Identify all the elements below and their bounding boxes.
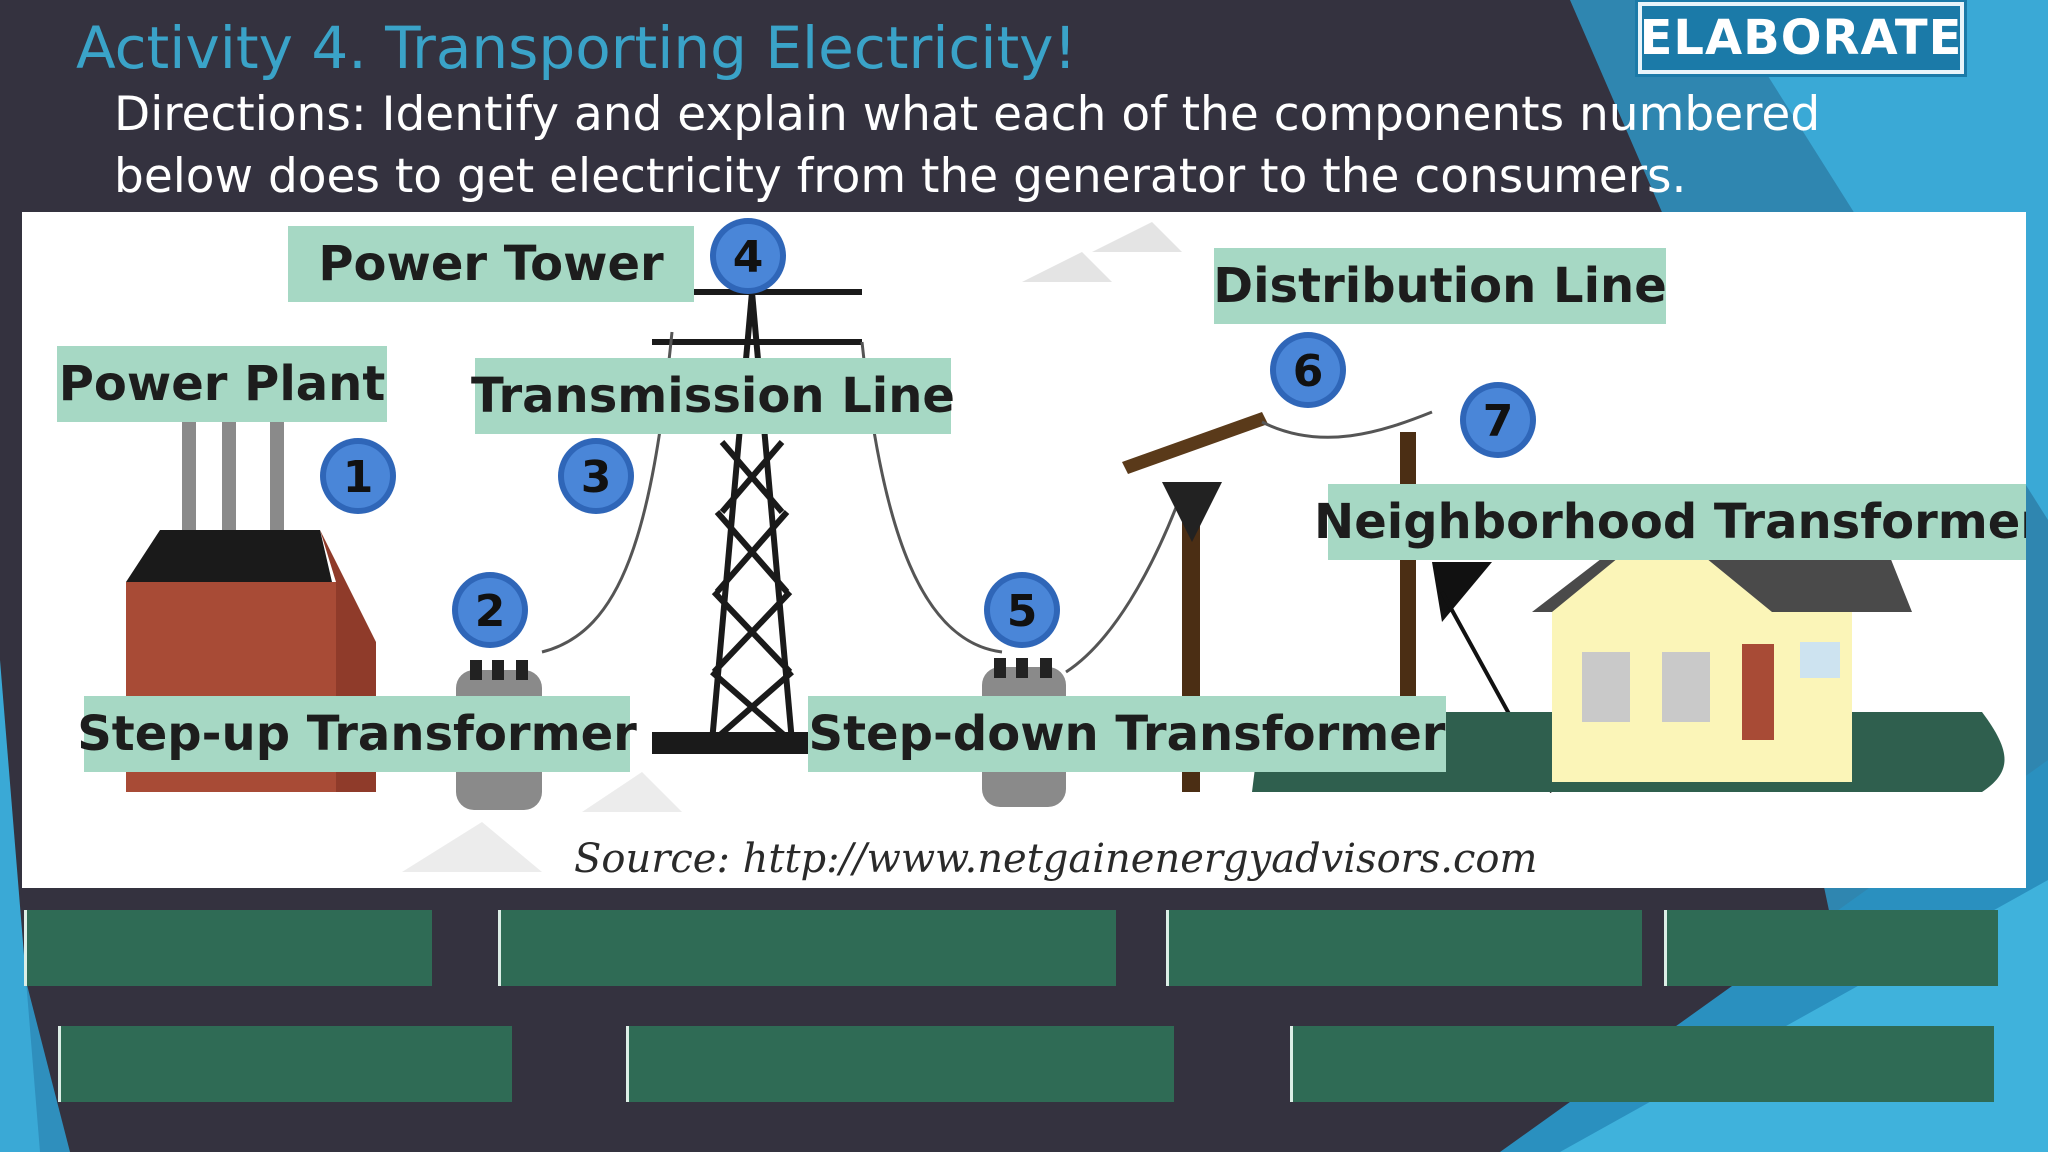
answer-box-4[interactable] [1664, 910, 1998, 986]
label-distribution-line: Distribution Line [1213, 248, 1667, 324]
label-step-up-transformer: Step-up Transformer [77, 696, 637, 772]
number-badges: 1 2 3 4 5 6 7 [320, 218, 1536, 648]
svg-text:5: 5 [1007, 586, 1038, 637]
number-badge-6: 6 [1270, 332, 1346, 408]
label-step-down-transformer: Step-down Transformer [808, 696, 1446, 772]
svg-text:7: 7 [1483, 396, 1514, 447]
svg-text:1: 1 [343, 452, 374, 503]
answer-box-1[interactable] [24, 910, 432, 986]
answer-box-2[interactable] [498, 910, 1116, 986]
svg-text:2: 2 [475, 586, 506, 637]
svg-text:3: 3 [581, 452, 612, 503]
elaborate-badge: ELABORATE [1638, 2, 1964, 74]
answer-box-6[interactable] [626, 1026, 1174, 1102]
answer-box-3[interactable] [1166, 910, 1642, 986]
source-citation: Source: http://www.netgainenergyadvisors… [574, 836, 1538, 882]
svg-text:4: 4 [733, 232, 764, 283]
slide-title: Activity 4. Transporting Electricity! [76, 14, 1077, 82]
number-badge-4: 4 [710, 218, 786, 294]
label-transmission-line: Transmission Line [471, 358, 955, 434]
number-badge-2: 2 [452, 572, 528, 648]
label-power-plant: Power Plant [57, 346, 387, 422]
label-power-tower: Power Tower [288, 226, 694, 302]
number-badge-5: 5 [984, 572, 1060, 648]
directions-text: Directions: Identify and explain what ea… [114, 87, 1821, 204]
svg-text:6: 6 [1293, 346, 1324, 397]
answer-box-5[interactable] [58, 1026, 512, 1102]
electricity-diagram: 1 2 3 4 5 6 7 Power Tower Power Plant Tr… [22, 212, 2026, 888]
number-badge-3: 3 [558, 438, 634, 514]
number-badge-1: 1 [320, 438, 396, 514]
answer-box-7[interactable] [1290, 1026, 1994, 1102]
label-neighborhood-transformer: Neighborhood Transformer [1314, 484, 2026, 560]
number-badge-7: 7 [1460, 382, 1536, 458]
house-illustration [1532, 512, 1912, 782]
